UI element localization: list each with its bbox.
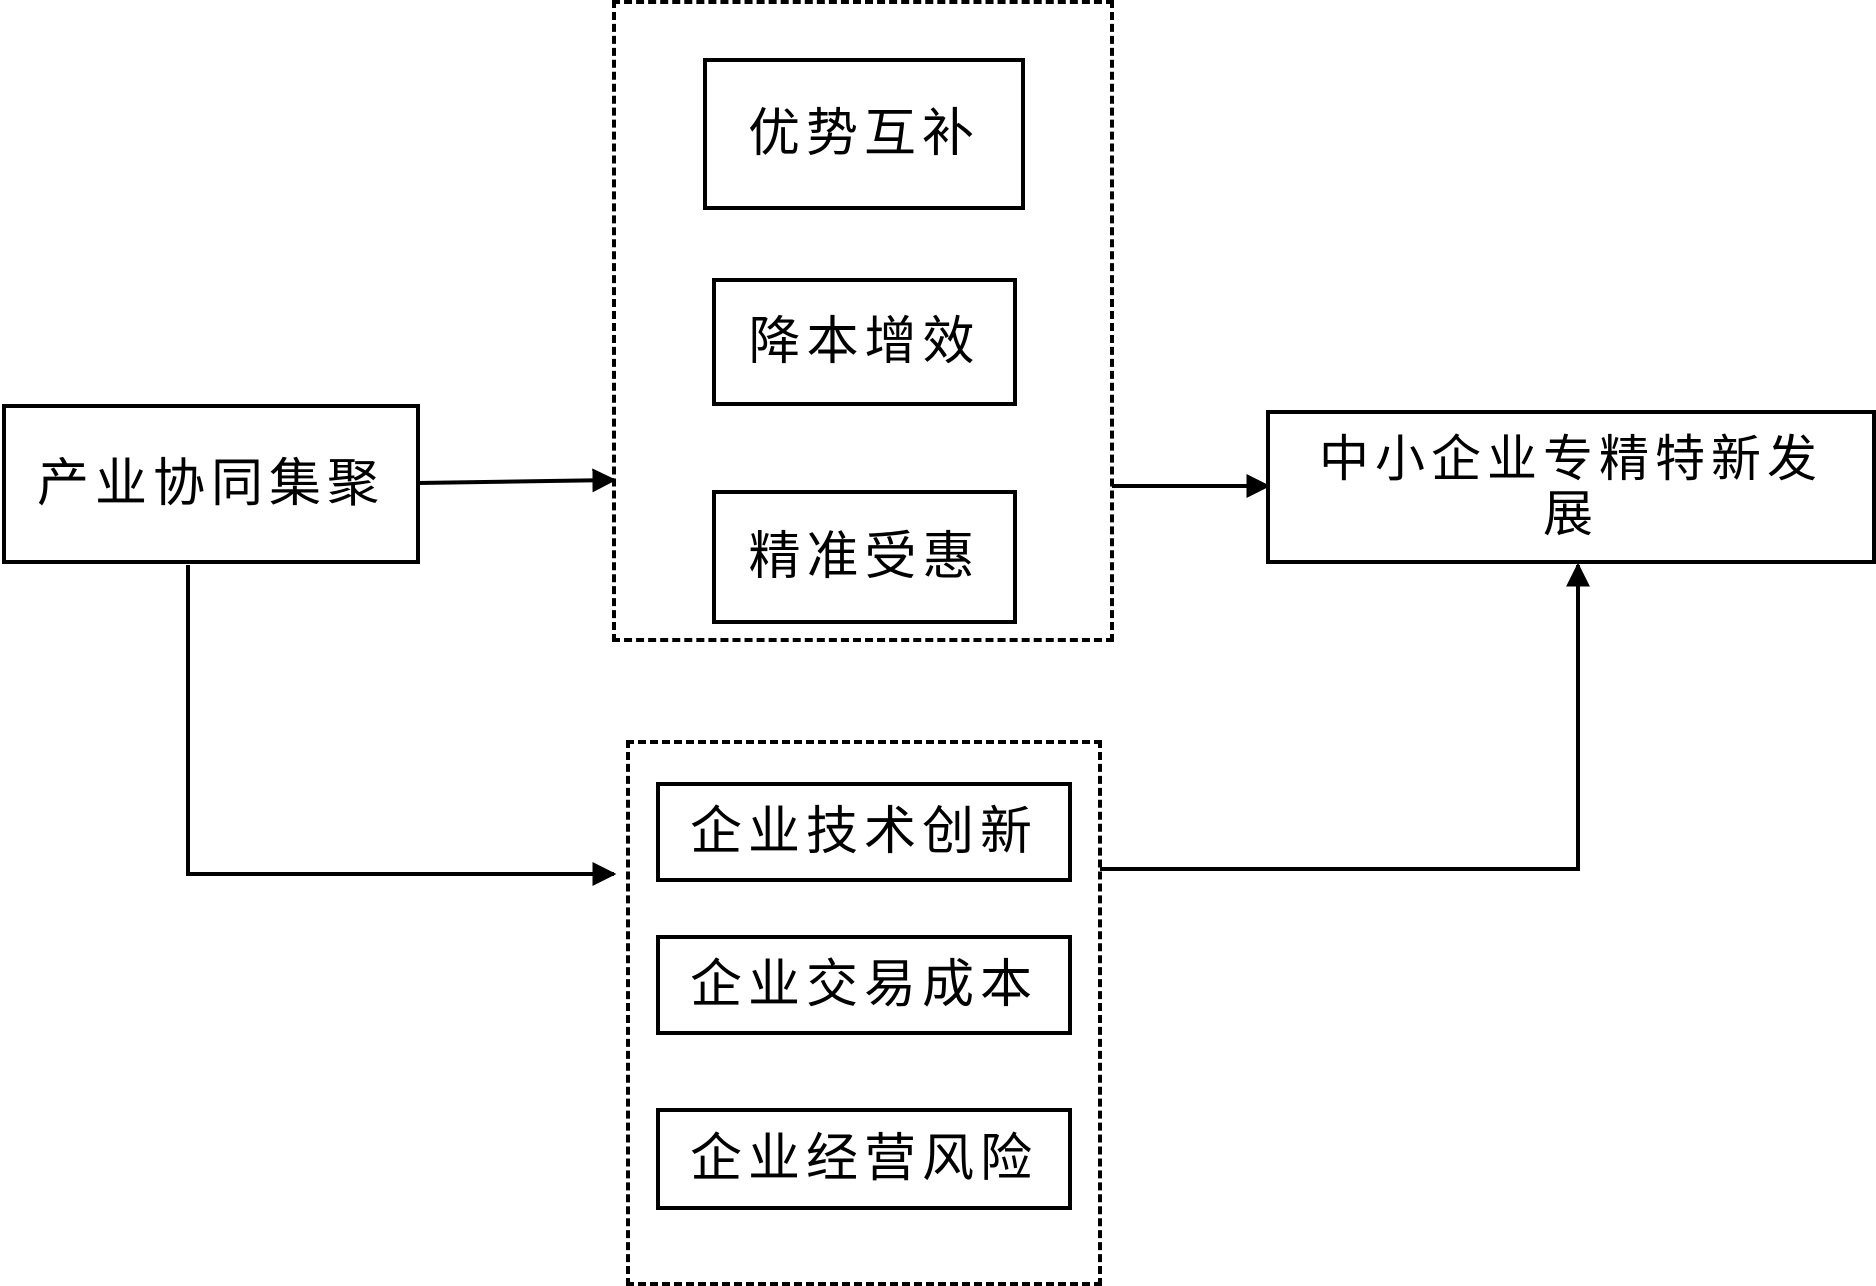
target-label: 中小企业专精特新发展 <box>1319 430 1823 543</box>
upper-item-3: 精准受惠 <box>712 490 1017 624</box>
lower-item-2: 企业交易成本 <box>656 935 1072 1035</box>
source-box: 产业协同集聚 <box>2 404 420 564</box>
lower-item-1: 企业技术创新 <box>656 782 1072 882</box>
lower-item-1-label: 企业技术创新 <box>689 801 1038 862</box>
arrow-lower-to-target <box>1100 562 1590 871</box>
upper-item-1: 优势互补 <box>703 58 1025 210</box>
lower-mechanism-group <box>626 740 1102 1286</box>
lower-item-3: 企业经营风险 <box>656 1108 1072 1210</box>
arrow-source-to-lower <box>186 565 617 886</box>
upper-item-3-label: 精准受惠 <box>748 526 981 587</box>
source-label: 产业协同集聚 <box>36 453 385 514</box>
upper-item-1-label: 优势互补 <box>747 103 980 164</box>
arrow-source-to-upper <box>417 468 617 493</box>
target-box: 中小企业专精特新发展 <box>1266 410 1876 564</box>
lower-item-2-label: 企业交易成本 <box>689 954 1038 1015</box>
lower-item-3-label: 企业经营风险 <box>689 1128 1038 1189</box>
upper-mechanism-group <box>612 0 1114 642</box>
upper-item-2: 降本增效 <box>712 278 1017 406</box>
upper-item-2-label: 降本增效 <box>748 311 981 372</box>
